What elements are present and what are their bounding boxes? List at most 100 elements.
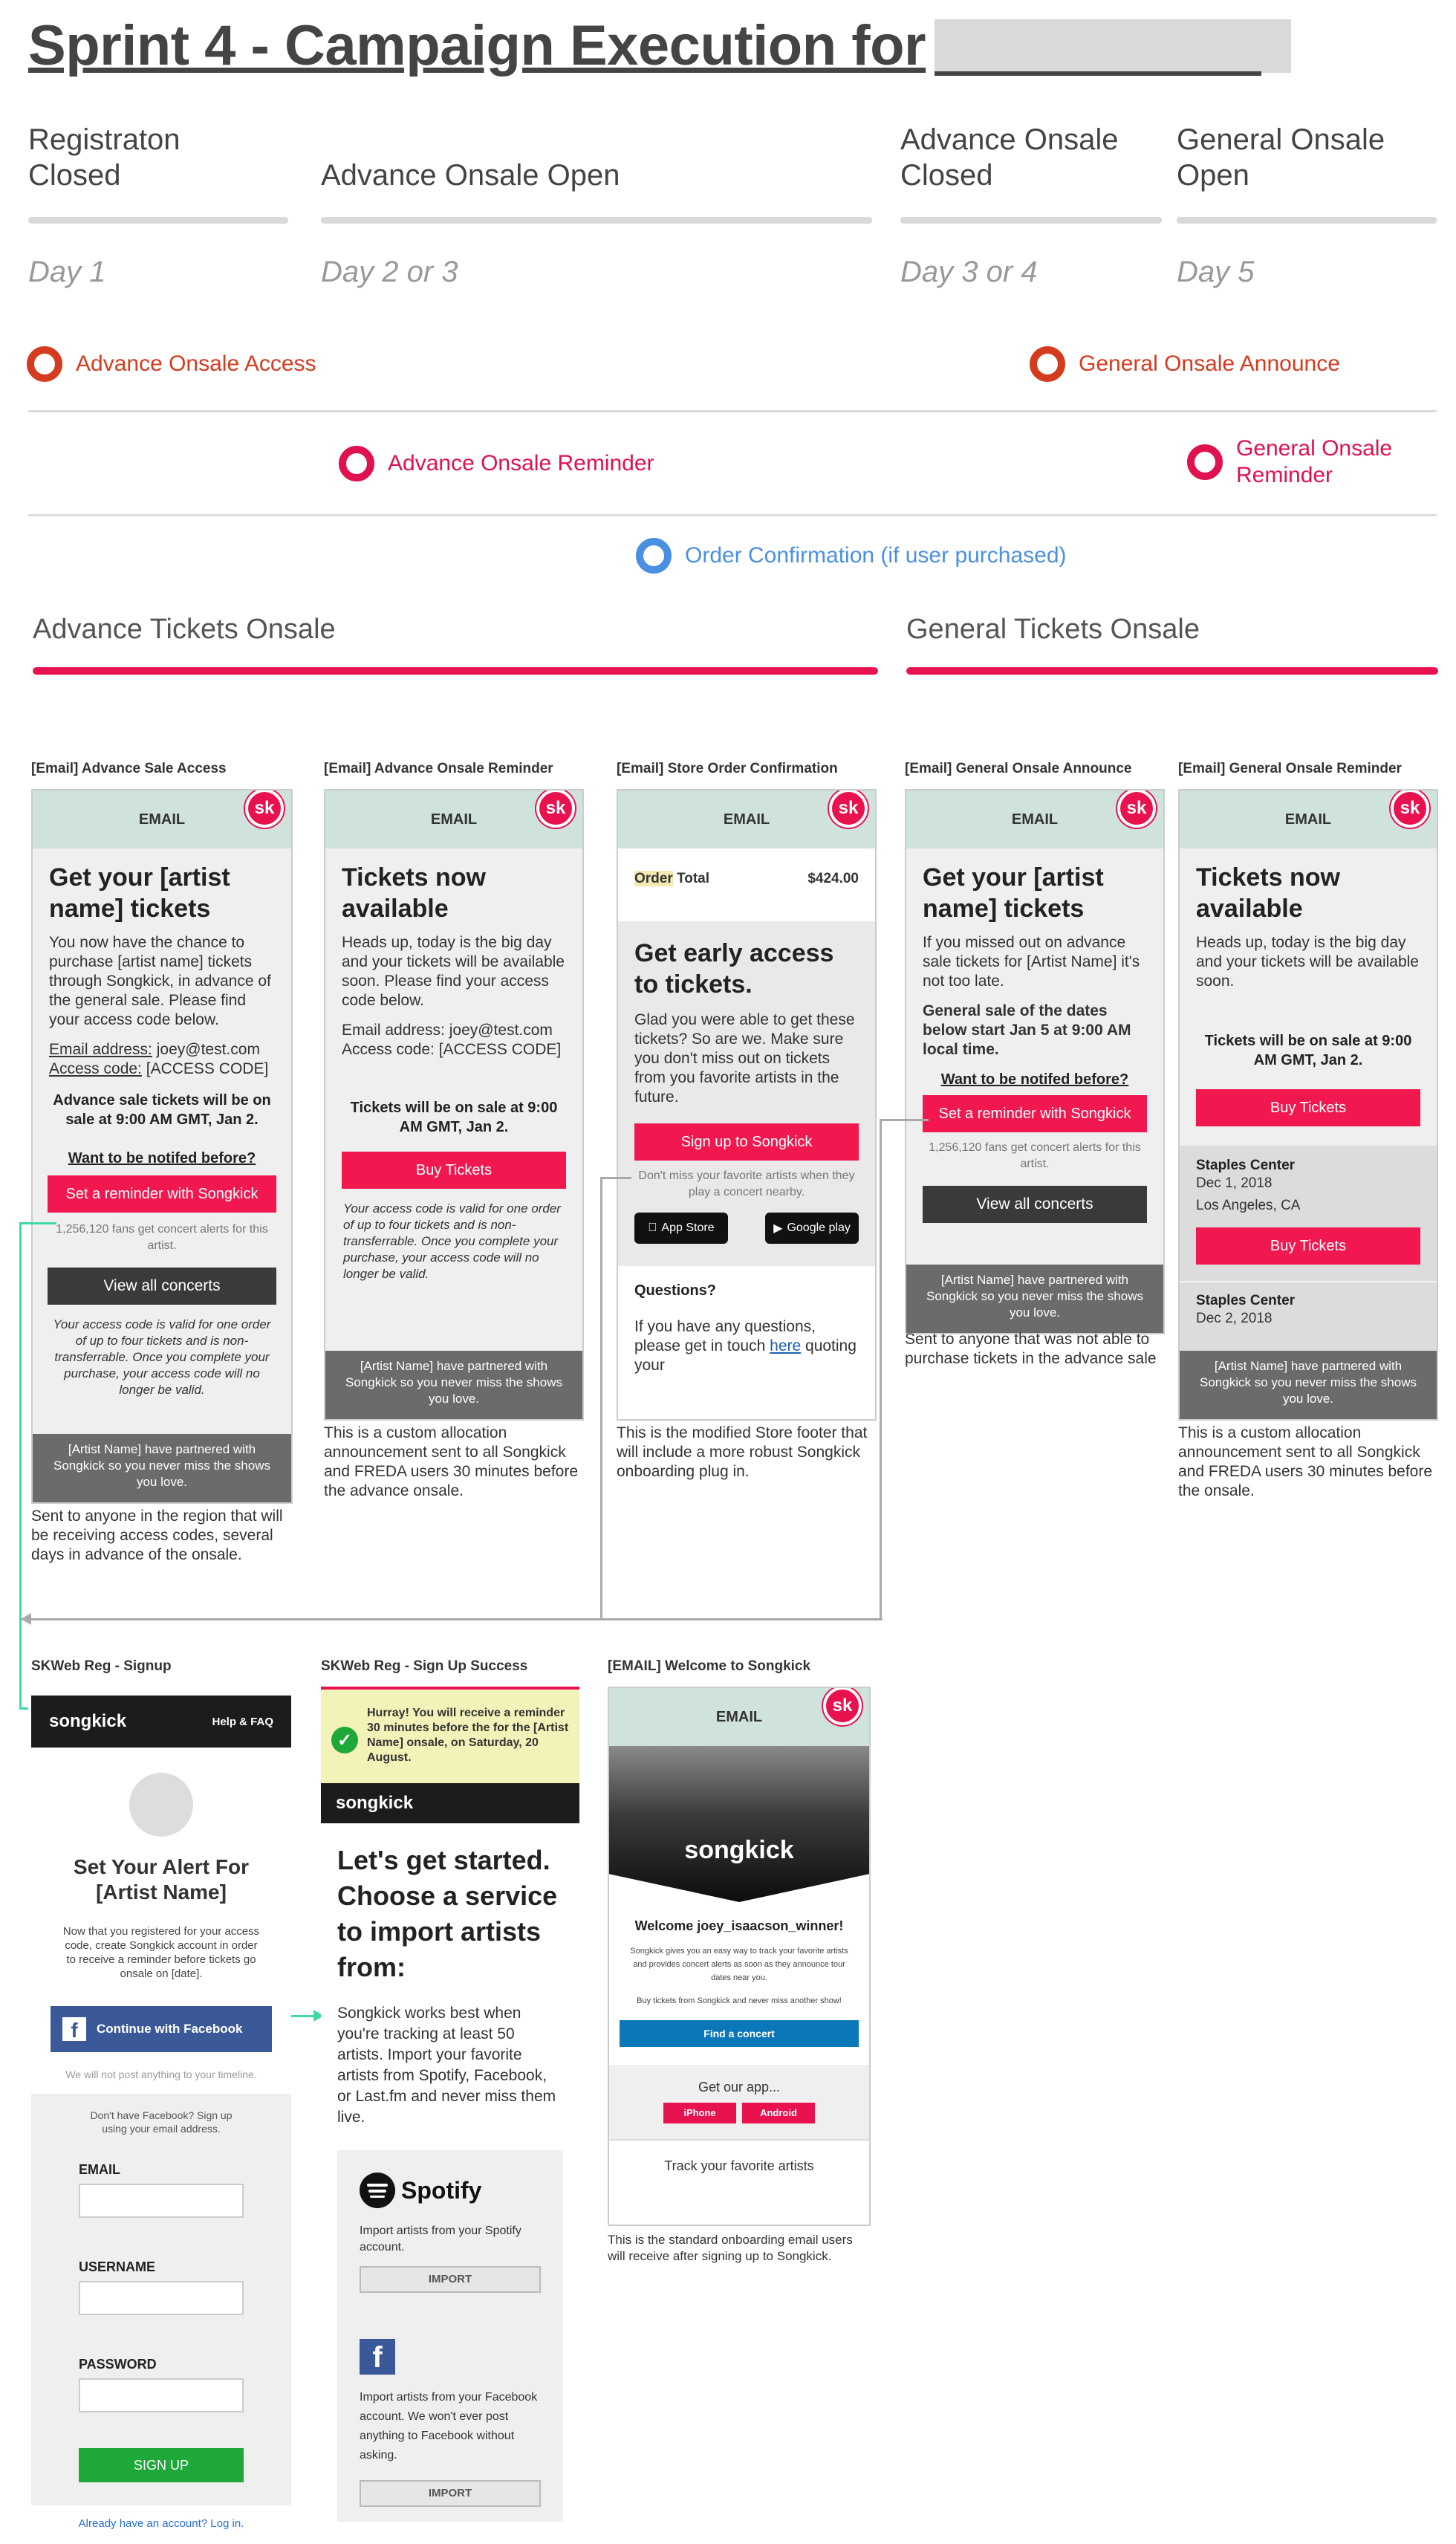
page-title: Sprint 4 - Campaign Execution for [28, 14, 926, 77]
import-facebook-button[interactable]: IMPORT [360, 2480, 541, 2507]
songkick-logo-icon: sk [1391, 791, 1429, 828]
email-general-onsale-announce: EMAIL sk Get your [artist name] tickets … [905, 789, 1165, 1334]
set-reminder-button[interactable]: Set a reminder with Songkick [48, 1175, 276, 1213]
welcome-body: Songkick gives you an easy way to track … [630, 1947, 848, 1982]
email-header: EMAIL sk [325, 791, 582, 848]
import-spotify-button[interactable]: IMPORT [360, 2266, 541, 2293]
songkick-logo: songkick [684, 1836, 794, 1864]
phase-day-4: Day 5 [1177, 256, 1255, 288]
event-label: General Onsale Announce [1079, 351, 1340, 376]
sign-up-button[interactable]: SIGN UP [79, 2448, 244, 2482]
venue-name: Staples Center [1196, 1158, 1296, 1173]
no-facebook-note: Don't have Facebook? Sign up using your … [90, 2109, 233, 2135]
notify-heading: Want to be notifed before? [940, 1071, 1129, 1088]
email-footer: [Artist Name] have partnered with Songki… [33, 1434, 291, 1502]
orange-circle-icon [1030, 346, 1065, 382]
email-header: EMAIL sk [618, 791, 875, 848]
flow-connector [19, 1222, 22, 1709]
songkick-logo-icon: sk [829, 791, 868, 828]
email-header-label: EMAIL [1011, 811, 1059, 828]
email-body: Heads up, today is the big day and your … [342, 934, 565, 1009]
arrow-left-icon [21, 1613, 31, 1625]
success-topbar: songkick [321, 1783, 579, 1823]
notify-heading: Want to be notifed before? [68, 1150, 256, 1166]
success-caption: SKWeb Reg - Sign Up Success [321, 1658, 528, 1674]
section-title-general: General Tickets Onsale [906, 614, 1200, 645]
flow-connector [19, 1222, 56, 1224]
event-general-announce: General Onsale Announce [1030, 346, 1340, 382]
access-code-value: [ACCESS CODE] [146, 1060, 269, 1077]
email-advance-onsale-reminder: EMAIL sk Tickets now available Heads up,… [324, 789, 584, 1421]
buy-tickets-button[interactable]: Buy Tickets [1196, 1089, 1420, 1126]
set-reminder-button[interactable]: Set a reminder with Songkick [923, 1095, 1147, 1132]
phase-label-2: Advance Onsale Open [321, 159, 620, 192]
phase-bar-1 [28, 217, 288, 224]
welcome-body-2: Buy tickets from Songkick and never miss… [637, 1996, 842, 2005]
facebook-icon: f [62, 2017, 86, 2041]
app-store-label: App Store [657, 1221, 714, 1234]
promo-body: Glad you were able to get these tickets?… [634, 1011, 855, 1106]
check-circle-icon: ✓ [331, 1727, 358, 1753]
spotify-icon [360, 2173, 395, 2208]
find-a-concert-button[interactable]: Find a concert [620, 2020, 859, 2047]
view-all-concerts-button[interactable]: View all concerts [48, 1268, 276, 1305]
password-field[interactable] [79, 2378, 244, 2412]
android-button[interactable]: Android [742, 2103, 815, 2123]
questions-text: If you have any questions, please get in… [634, 1318, 816, 1354]
order-total-row: Order Total $424.00 [618, 848, 875, 887]
songkick-logo-icon: sk [245, 791, 284, 828]
avatar [129, 1773, 193, 1837]
email-caption: [Email] Advance Onsale Reminder [324, 761, 553, 776]
password-label: PASSWORD [79, 2357, 157, 2372]
signup-success-page: ✓ Hurray! You will receive a reminder 30… [321, 1687, 579, 2534]
email-headline: Get your [artist name] tickets [49, 863, 230, 923]
username-field[interactable] [79, 2281, 244, 2315]
iphone-button[interactable]: iPhone [663, 2103, 736, 2123]
buy-tickets-button-2[interactable]: Buy Tickets [1196, 1227, 1420, 1265]
email-header: EMAIL sk [906, 791, 1163, 848]
welcome-caption: [EMAIL] Welcome to Songkick [608, 1658, 811, 1674]
order-total-value: $424.00 [807, 871, 859, 886]
event-date: Dec 2, 2018 [1196, 1311, 1273, 1326]
flow-connector [880, 1119, 929, 1121]
event-date: Dec 1, 2018 [1196, 1175, 1273, 1191]
spotify-label: Spotify [401, 2176, 482, 2204]
fine-print: Your access code is valid for one order … [343, 1201, 561, 1281]
blue-circle-icon [636, 538, 672, 574]
spotify-text: Import artists from your Spotify account… [360, 2225, 521, 2253]
flow-connector [273, 2015, 315, 2017]
flow-connector [600, 1177, 631, 1179]
songkick-logo: songkick [49, 1711, 127, 1731]
google-play-badge[interactable]: ▶Google play [765, 1213, 859, 1244]
view-all-concerts-button[interactable]: View all concerts [923, 1186, 1147, 1223]
venue-name: Staples Center [1196, 1293, 1296, 1308]
email-body: Heads up, today is the big day and your … [1196, 934, 1419, 990]
sale-note: Tickets will be on sale at 9:00 AM GMT, … [1204, 1033, 1412, 1068]
event-advance-access: Advance Onsale Access [27, 346, 316, 382]
sale-note: Advance sale tickets will be on sale at … [53, 1092, 271, 1128]
email-headline: Get your [artist name] tickets [923, 863, 1104, 923]
welcome-greeting: Welcome joey_isaacson_winner! [634, 1918, 844, 1933]
red-circle-icon [1187, 444, 1223, 480]
order-total-label: Total [677, 871, 710, 886]
promo-headline: Get early access to tickets. [634, 939, 834, 999]
signup-caption: SKWeb Reg - Signup [31, 1658, 172, 1674]
red-circle-icon [339, 446, 374, 481]
email-value: joey@test.com [156, 1041, 260, 1058]
songkick-logo: songkick [336, 1793, 414, 1813]
buy-tickets-button[interactable]: Buy Tickets [342, 1152, 566, 1189]
login-link[interactable]: Already have an account? Log in. [78, 2517, 244, 2530]
app-store-badge[interactable]: App Store [634, 1213, 728, 1244]
phase-label-1: Registraton Closed [28, 123, 181, 192]
phase-label-3: Advance Onsale Closed [900, 123, 1119, 192]
email-field[interactable] [79, 2184, 244, 2218]
songkick-logo-icon: sk [823, 1688, 862, 1725]
contact-link[interactable]: here [770, 1337, 802, 1354]
phase-label-4: General Onsale Open [1177, 123, 1385, 192]
phase-day-2: Day 2 or 3 [321, 256, 458, 288]
help-link[interactable]: Help & FAQ [212, 1715, 273, 1728]
import-body: Songkick works best when you're tracking… [337, 2005, 556, 2126]
email-header-label: EMAIL [138, 811, 186, 828]
sign-up-songkick-button[interactable]: Sign up to Songkick [634, 1123, 859, 1161]
continue-with-facebook-button[interactable]: f Continue with Facebook [51, 2006, 272, 2052]
